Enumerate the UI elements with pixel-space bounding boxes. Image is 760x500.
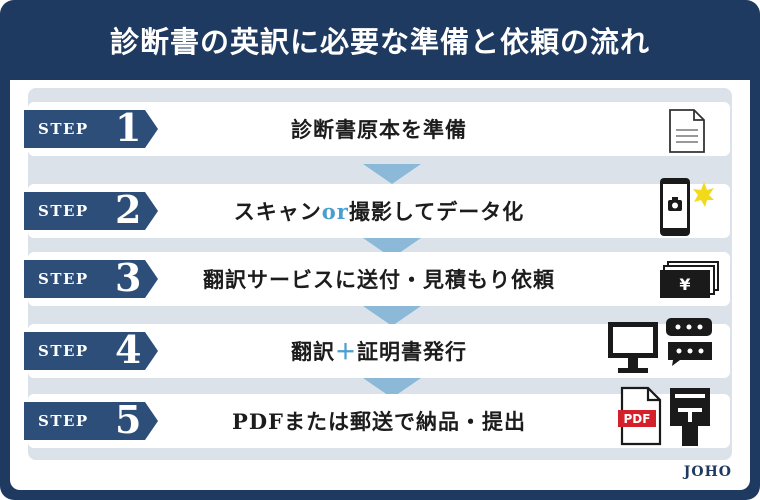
- step-4-text-before: 翻訳: [291, 339, 335, 364]
- step-3-label: STEP: [38, 270, 89, 288]
- step-4-tag: STEP 4: [24, 332, 158, 370]
- step-4-text-accent: ＋: [335, 339, 357, 364]
- step-5-number: 5: [115, 397, 142, 442]
- step-2-label: STEP: [38, 202, 89, 220]
- smartphone-camera-icon: [660, 178, 714, 236]
- step-4-number: 4: [115, 327, 142, 372]
- step-5-label: STEP: [38, 412, 89, 430]
- step-2-number: 2: [115, 187, 142, 232]
- page-title: 診断書の英訳に必要な準備と依頼の流れ: [109, 25, 650, 59]
- monitor-chat-icon: [608, 318, 712, 373]
- step-3-tag: STEP 3: [24, 260, 158, 298]
- step-2-tag: STEP 2: [24, 192, 158, 230]
- step-5-text: PDFまたは郵送で納品・提出: [232, 409, 526, 434]
- step-2-text-before: スキャン: [233, 199, 322, 224]
- step-2-text-accent: or: [321, 198, 349, 224]
- step-1-tag: STEP 1: [24, 110, 158, 148]
- step-3-text: 翻訳サービスに送付・見積もり依頼: [203, 267, 555, 292]
- document-icon: [669, 109, 705, 153]
- step-1-number: 1: [115, 105, 142, 150]
- step-1-text: 診断書原本を準備: [291, 117, 467, 142]
- pdf-label: PDF: [624, 412, 651, 426]
- step-4-text: 翻訳＋証明書発行: [108, 324, 650, 378]
- step-2-text-after: 撮影してデータ化: [348, 199, 525, 224]
- joho-logo: JOHO: [683, 464, 732, 480]
- yen-banknotes-icon: ¥: [660, 261, 719, 298]
- yen-symbol: ¥: [679, 275, 690, 294]
- step-4-text-after: 証明書発行: [357, 339, 467, 364]
- step-4-label: STEP: [38, 342, 89, 360]
- step-1-label: STEP: [38, 120, 89, 138]
- pdf-mailbox-icon: PDF: [618, 386, 710, 446]
- step-5-tag: STEP 5: [24, 402, 158, 440]
- step-3-number: 3: [115, 255, 142, 300]
